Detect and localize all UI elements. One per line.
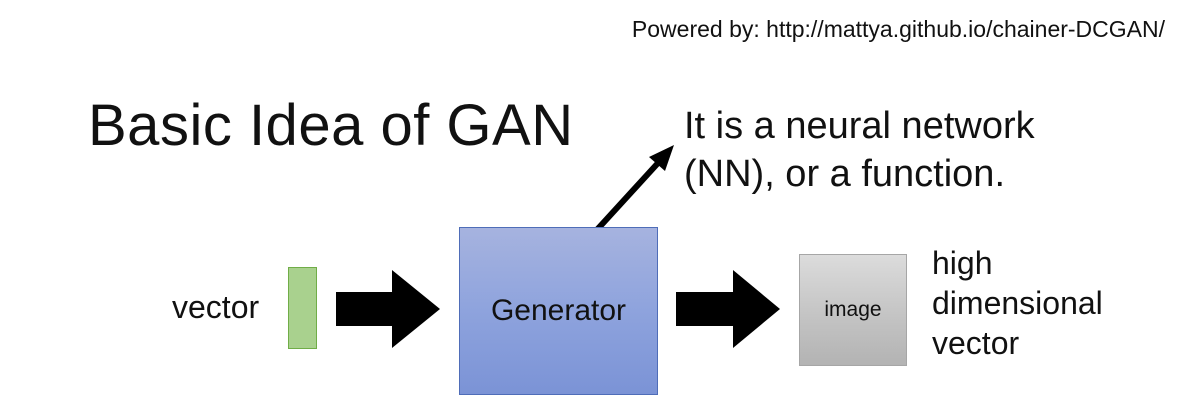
output-line-2: dimensional [932,285,1103,321]
output-line-3: vector [932,325,1020,361]
output-image-box: image [799,254,907,366]
generator-box: Generator [459,227,658,395]
output-arrow [676,270,780,348]
callout-line-1: It is a neural network [684,105,1035,147]
input-vector-box [288,267,317,349]
output-description: high dimensional vector [932,243,1103,363]
vector-label: vector [172,289,260,325]
generator-label: Generator [490,294,627,327]
callout-line-2: (NN), or a function. [684,153,1005,195]
image-label: image [824,298,882,321]
credit-text: Powered by: http://mattya.github.io/chai… [631,16,1165,42]
input-arrow [336,270,440,348]
output-line-1: high [932,245,993,281]
page-title: Basic Idea of GAN [88,93,574,158]
callout-text: It is a neural network (NN), or a functi… [684,102,1035,198]
callout-pointer-head [649,145,674,171]
